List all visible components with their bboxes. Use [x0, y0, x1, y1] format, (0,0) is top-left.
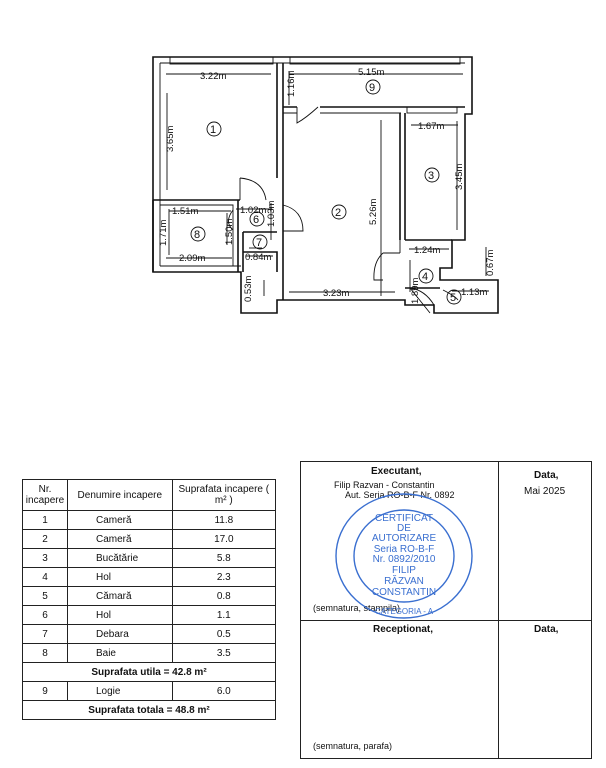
room-4-marker: 4	[418, 268, 434, 284]
svg-text:1: 1	[210, 124, 216, 136]
note-parafa: (semnatura, parafa)	[313, 741, 393, 751]
svg-text:Nr. 0892/2010: Nr. 0892/2010	[373, 554, 436, 565]
svg-text:FILIP: FILIP	[392, 565, 416, 576]
note-stamp: (semnatura, stampila)	[313, 603, 401, 613]
floor-plan: 3.22m 5.15m 1.16m 3.65m 1.67m 3.45m 1.51…	[152, 56, 499, 314]
room-1-marker: 1	[206, 121, 222, 137]
room-2-marker: 2	[331, 204, 347, 220]
svg-text:CATEGORIA - A: CATEGORIA - A	[375, 607, 434, 616]
dim-0-53: 0.53m	[243, 276, 254, 302]
dim-1-16: 1.16m	[286, 71, 297, 97]
svg-text:RĂZVAN: RĂZVAN	[384, 574, 424, 587]
dim-1-51: 1.51m	[172, 206, 198, 217]
outer-wall	[152, 56, 499, 314]
svg-text:2: 2	[335, 207, 341, 219]
svg-text:DE: DE	[397, 523, 411, 534]
svg-text:CONSTANTIN: CONSTANTIN	[372, 587, 436, 598]
svg-text:8: 8	[194, 229, 200, 241]
dim-1-71: 1.71m	[158, 220, 169, 246]
room-8-marker: 8	[190, 226, 206, 242]
dim-1-13: 1.13m	[461, 287, 487, 298]
dim-3-23: 3.23m	[323, 288, 349, 299]
dim-2-09: 2.09m	[179, 253, 205, 264]
dim-1-67: 1.67m	[418, 121, 444, 132]
dim-3-45: 3.45m	[454, 164, 465, 190]
svg-text:3: 3	[428, 170, 434, 182]
util-total-row: Suprafata utila = 42.8 m²	[22, 662, 276, 682]
executant-label: Executant,	[371, 466, 422, 477]
svg-text:7: 7	[256, 237, 262, 249]
svg-text:CERTIFICAT: CERTIFICAT	[375, 513, 433, 524]
executant-authorization: Aut. Seria RO-B-F Nr. 0892	[345, 490, 455, 500]
room-3-marker: 3	[424, 167, 440, 183]
grand-total-row: Suprafata totala = 48.8 m²	[22, 700, 276, 720]
svg-text:5: 5	[450, 292, 456, 304]
data-label-1: Data,	[534, 470, 559, 481]
svg-text:6: 6	[253, 214, 259, 226]
room-area-table: Nr. incapere Denumire incapere Suprafata…	[22, 479, 277, 720]
svg-text:AUTORIZARE: AUTORIZARE	[372, 533, 437, 544]
dim-0-67: 0.67m	[485, 250, 496, 276]
dim-3-65: 3.65m	[165, 126, 176, 152]
receptionat-label: Receptionat,	[373, 624, 434, 635]
data-label-2: Data,	[534, 624, 559, 635]
room-6-marker: 6	[249, 211, 265, 227]
svg-text:Seria RO-B-F: Seria RO-B-F	[374, 544, 435, 555]
header-area: Suprafata incapere ( m² )	[171, 479, 277, 511]
svg-text:9: 9	[369, 82, 375, 94]
header-nr: Nr. incapere	[22, 479, 68, 511]
executant-date: Mai 2025	[524, 486, 566, 497]
header-name: Denumire incapere	[66, 479, 173, 511]
dim-1-02: 1.02m	[240, 205, 266, 216]
room-7-marker: 7	[252, 234, 268, 250]
svg-text:4: 4	[422, 271, 428, 283]
dim-1-89: 1.89m	[410, 278, 421, 304]
room-5-marker: 5	[446, 289, 462, 305]
room-9-marker: 9	[365, 79, 381, 95]
dim-1-50: 1.50m	[224, 219, 235, 245]
signature-box: Executant, Filip Razvan - Constantin Aut…	[300, 461, 592, 759]
dim-5-15: 5.15m	[358, 67, 384, 78]
dim-5-26: 5.26m	[368, 199, 379, 225]
dim-3-22: 3.22m	[200, 71, 226, 82]
executant-name: Filip Razvan - Constantin	[334, 480, 435, 490]
authorization-stamp: CERTIFICAT DE AUTORIZARE Seria RO-B-F Nr…	[335, 493, 473, 619]
dim-0-84: 0.84m	[245, 252, 271, 263]
dim-1-24: 1.24m	[414, 245, 440, 256]
dim-1-03: 1.03m	[266, 201, 277, 227]
